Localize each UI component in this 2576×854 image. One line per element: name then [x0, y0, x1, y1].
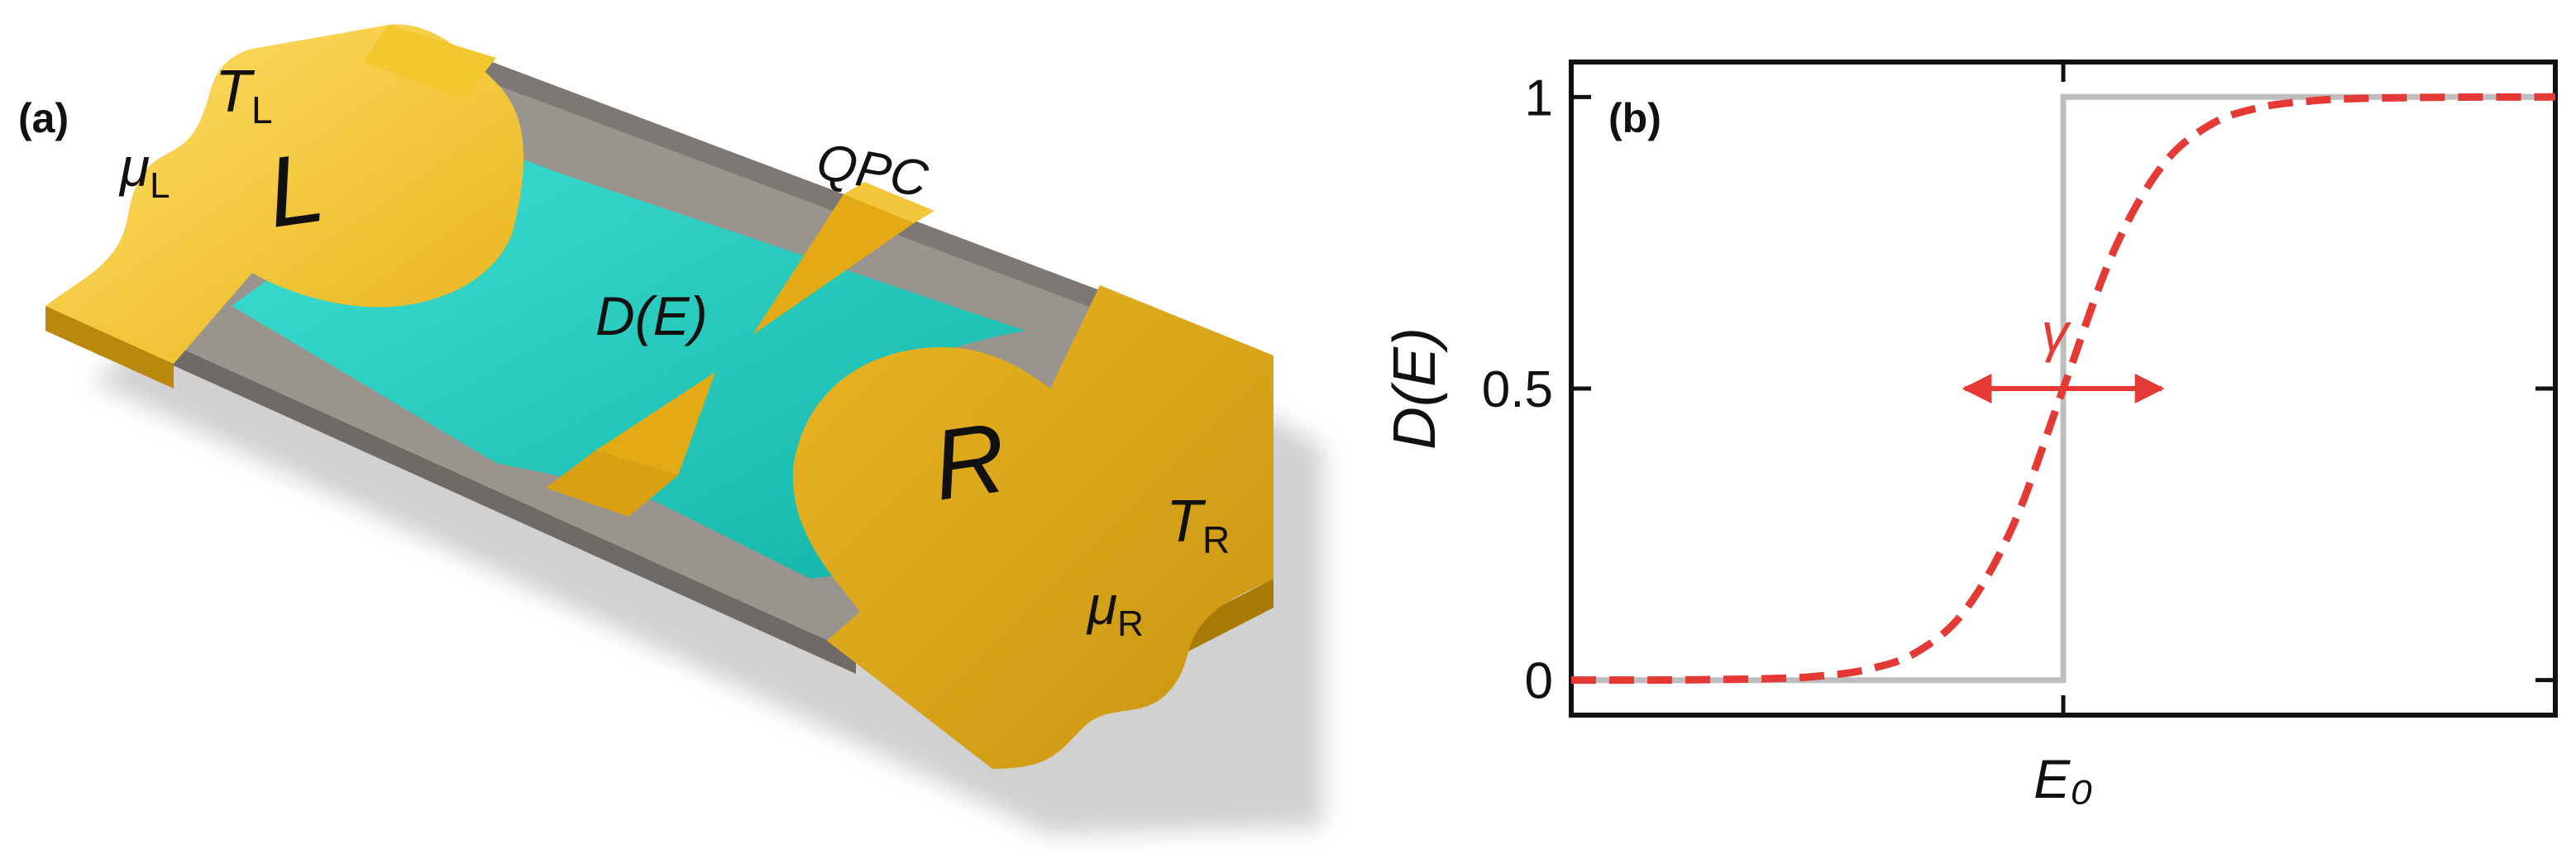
- chem-right-label: μR: [1086, 575, 1144, 644]
- left-lead-bar: [364, 25, 496, 99]
- y-axis-label: D(E): [1382, 327, 1448, 450]
- panel-b-transmission-plot: 00.51 γ (b) D(E) E₀: [1382, 60, 2558, 809]
- annotation-layer: γ: [1962, 302, 2165, 403]
- chem-left-label: μL: [118, 136, 170, 206]
- panel-b-label: (b): [1608, 95, 1661, 141]
- left-lead-top: [45, 24, 524, 364]
- right-lead-top: [792, 285, 1274, 769]
- qpc-lower-gate: [595, 372, 715, 475]
- gamma-label: γ: [2042, 302, 2072, 363]
- y-tick-label: 0: [1525, 653, 1553, 710]
- substrate-side: [170, 343, 856, 674]
- axis-tick-labels: 00.51: [1482, 69, 1553, 709]
- left-lead-side: [45, 306, 174, 389]
- qpc-upper-gate: [753, 194, 914, 335]
- y-tick-label: 0.5: [1482, 361, 1553, 418]
- left-lead: [45, 24, 524, 389]
- x-tick-label-e0: E₀: [2034, 748, 2093, 809]
- y-tick-label: 1: [1525, 69, 1553, 126]
- temp-left-label: TL: [215, 59, 273, 131]
- substrate-shade: [480, 62, 1174, 332]
- qpc-upper-gate-bar: [844, 182, 934, 223]
- right-lead: [792, 285, 1274, 769]
- panel-a-label: (a): [18, 95, 69, 141]
- right-lead-letter: R: [926, 402, 1012, 522]
- panel-a-device-schematic: (a) TL μL L R QPC D(E) TR μR: [18, 24, 1323, 835]
- temp-right-label: TR: [1166, 489, 1230, 561]
- transmission-label: D(E): [595, 285, 708, 346]
- qpc-lower-gate-bar: [546, 451, 678, 517]
